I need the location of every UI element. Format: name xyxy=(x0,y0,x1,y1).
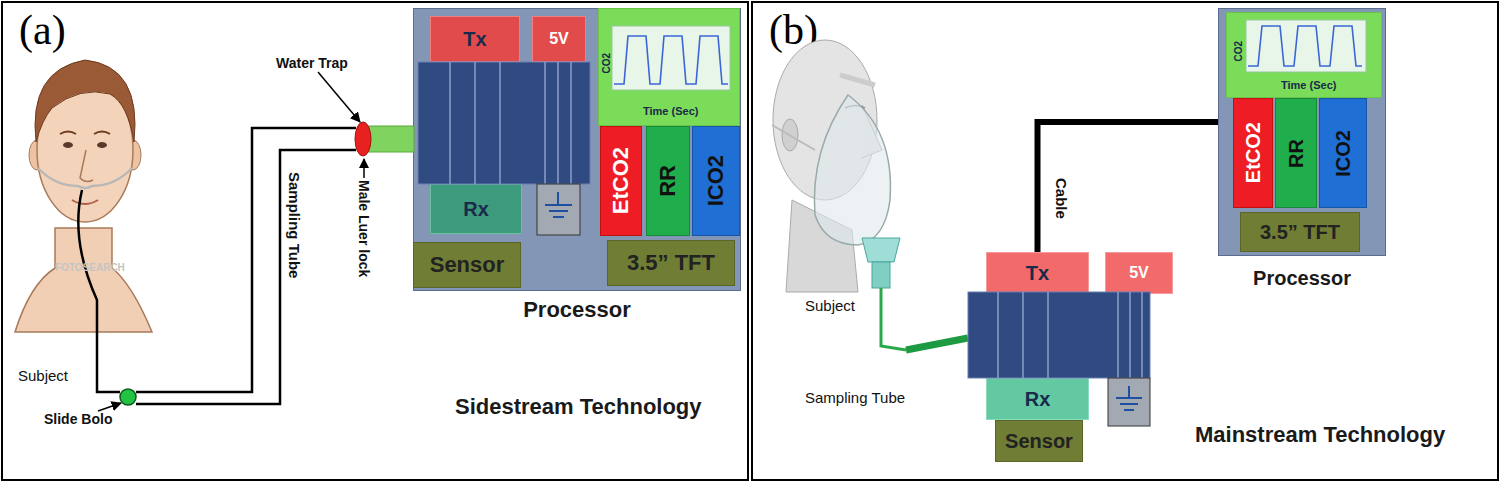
ground-box xyxy=(1108,378,1150,426)
node-label: 3.5” TFT xyxy=(1260,221,1340,243)
subject-eye xyxy=(97,142,107,148)
leader-arrow xyxy=(318,72,360,122)
nasal-cannula xyxy=(38,168,132,188)
ico2-readout: ICO2 xyxy=(692,126,740,236)
subject-ear xyxy=(782,119,798,151)
subject-neck xyxy=(15,228,152,332)
part-label: Sampling Tube xyxy=(805,390,905,407)
rr-readout: RR xyxy=(1275,98,1317,208)
node-label: Rx xyxy=(1025,388,1051,410)
subject-eye xyxy=(845,106,865,109)
sampling-tube-line xyxy=(136,150,356,404)
sensor-label-box: Sensor xyxy=(413,242,521,288)
node-label: Tx xyxy=(463,28,486,50)
part-label: Subject xyxy=(18,368,68,385)
panel-caption: Sidestream Technology xyxy=(455,395,702,419)
sampling-tube-line xyxy=(881,288,906,350)
connector-label: Cable xyxy=(1052,178,1069,219)
panel-frame: (a) Sidestream Technology Processor Tx 5V CO2… xyxy=(1,1,749,481)
part-label: Sampling Tube xyxy=(285,172,302,278)
subject-nose xyxy=(80,150,93,182)
node-label: 3.5” TFT xyxy=(627,251,715,275)
sampling-tube-line xyxy=(136,128,356,392)
cable-connector xyxy=(1038,122,1219,252)
nebulizer-base xyxy=(872,262,890,288)
node-label: EtCO2 xyxy=(609,147,633,214)
oxygen-mask xyxy=(814,95,890,245)
part-label: Subject xyxy=(805,298,855,315)
axis-label: Time (Sec) xyxy=(643,105,698,117)
leader-arrow xyxy=(98,403,121,411)
node-label: 5V xyxy=(549,30,569,48)
node-label: RR xyxy=(656,165,680,197)
part-label: Male Luer lock xyxy=(356,180,371,277)
unit-title: Processor xyxy=(414,298,740,322)
panel-letter: (a) xyxy=(19,7,66,53)
axis-label: CO2 xyxy=(601,53,612,74)
tube-connector xyxy=(906,338,968,350)
receiver-box: Rx xyxy=(430,184,522,234)
tft-label-box: 3.5” TFT xyxy=(1240,212,1360,252)
display-screen: CO2Time (Sec) xyxy=(598,8,740,126)
axis-label: CO2 xyxy=(1233,41,1244,62)
node-label: Rx xyxy=(463,198,489,220)
subject-neck xyxy=(786,200,858,292)
mask-clip xyxy=(840,75,875,85)
power-box: 5V xyxy=(532,16,586,62)
slide-bolo-symbol xyxy=(120,389,136,405)
subject-head xyxy=(773,40,877,200)
transmitter-box: Tx xyxy=(430,16,520,62)
power-box: 5V xyxy=(1105,252,1173,294)
water-trap-symbol xyxy=(355,122,371,156)
cannula-tube xyxy=(78,190,120,392)
panel-letter: (b) xyxy=(769,7,818,53)
watermark: FOTOSEARCH xyxy=(55,262,125,273)
node-label: Sensor xyxy=(430,253,505,277)
sensor-label-box: Sensor xyxy=(995,420,1083,462)
node-label: Tx xyxy=(1026,262,1049,284)
subject-brows xyxy=(60,132,110,135)
node-label: 5V xyxy=(1129,264,1149,282)
processor-unit: ProcessorCO2Time (Sec)EtCO2RRICO23.5” TF… xyxy=(1218,8,1386,256)
nebulizer-cup xyxy=(862,238,900,262)
subject-nose xyxy=(862,105,882,158)
subject-eye xyxy=(63,142,73,148)
panel-caption: Mainstream Technology xyxy=(1195,423,1445,447)
node-label: Sensor xyxy=(1005,430,1073,452)
luer-connector xyxy=(368,126,414,152)
axis-label: Time (Sec) xyxy=(1281,79,1336,91)
subject-mouth xyxy=(72,200,98,204)
leader-arrow xyxy=(363,159,365,178)
node-label: ICO2 xyxy=(704,155,728,206)
node-label: EtCO2 xyxy=(1242,122,1264,183)
display-screen: CO2Time (Sec) xyxy=(1226,12,1382,98)
processor-unit: ProcessorTx5VCO2Time (Sec)EtCO2RRICO2RxS… xyxy=(413,8,741,291)
part-label: Slide Bolo xyxy=(44,412,112,427)
ico2-readout: ICO2 xyxy=(1319,98,1367,208)
tft-label-box: 3.5” TFT xyxy=(607,240,735,286)
sensor-block xyxy=(968,292,1150,378)
unit-title: Processor xyxy=(1219,267,1385,289)
subject-ear xyxy=(29,140,45,170)
node-label: RR xyxy=(1285,139,1307,168)
subject-head xyxy=(37,78,133,222)
part-label: Water Trap xyxy=(276,56,348,71)
etco2-readout: EtCO2 xyxy=(1233,98,1273,208)
ground-symbol xyxy=(1116,386,1142,410)
receiver-box: Rx xyxy=(986,378,1089,420)
rr-readout: RR xyxy=(646,126,690,236)
node-label: ICO2 xyxy=(1332,130,1354,177)
sensor-stripes xyxy=(998,292,1142,378)
etco2-readout: EtCO2 xyxy=(600,126,642,236)
subject-ear xyxy=(125,140,141,170)
mask-strap xyxy=(772,125,815,150)
transmitter-box: Tx xyxy=(986,252,1089,294)
panel-frame: (b) Mainstream Technology Processor CO2Time… xyxy=(751,1,1499,481)
subject-hair xyxy=(35,60,135,142)
